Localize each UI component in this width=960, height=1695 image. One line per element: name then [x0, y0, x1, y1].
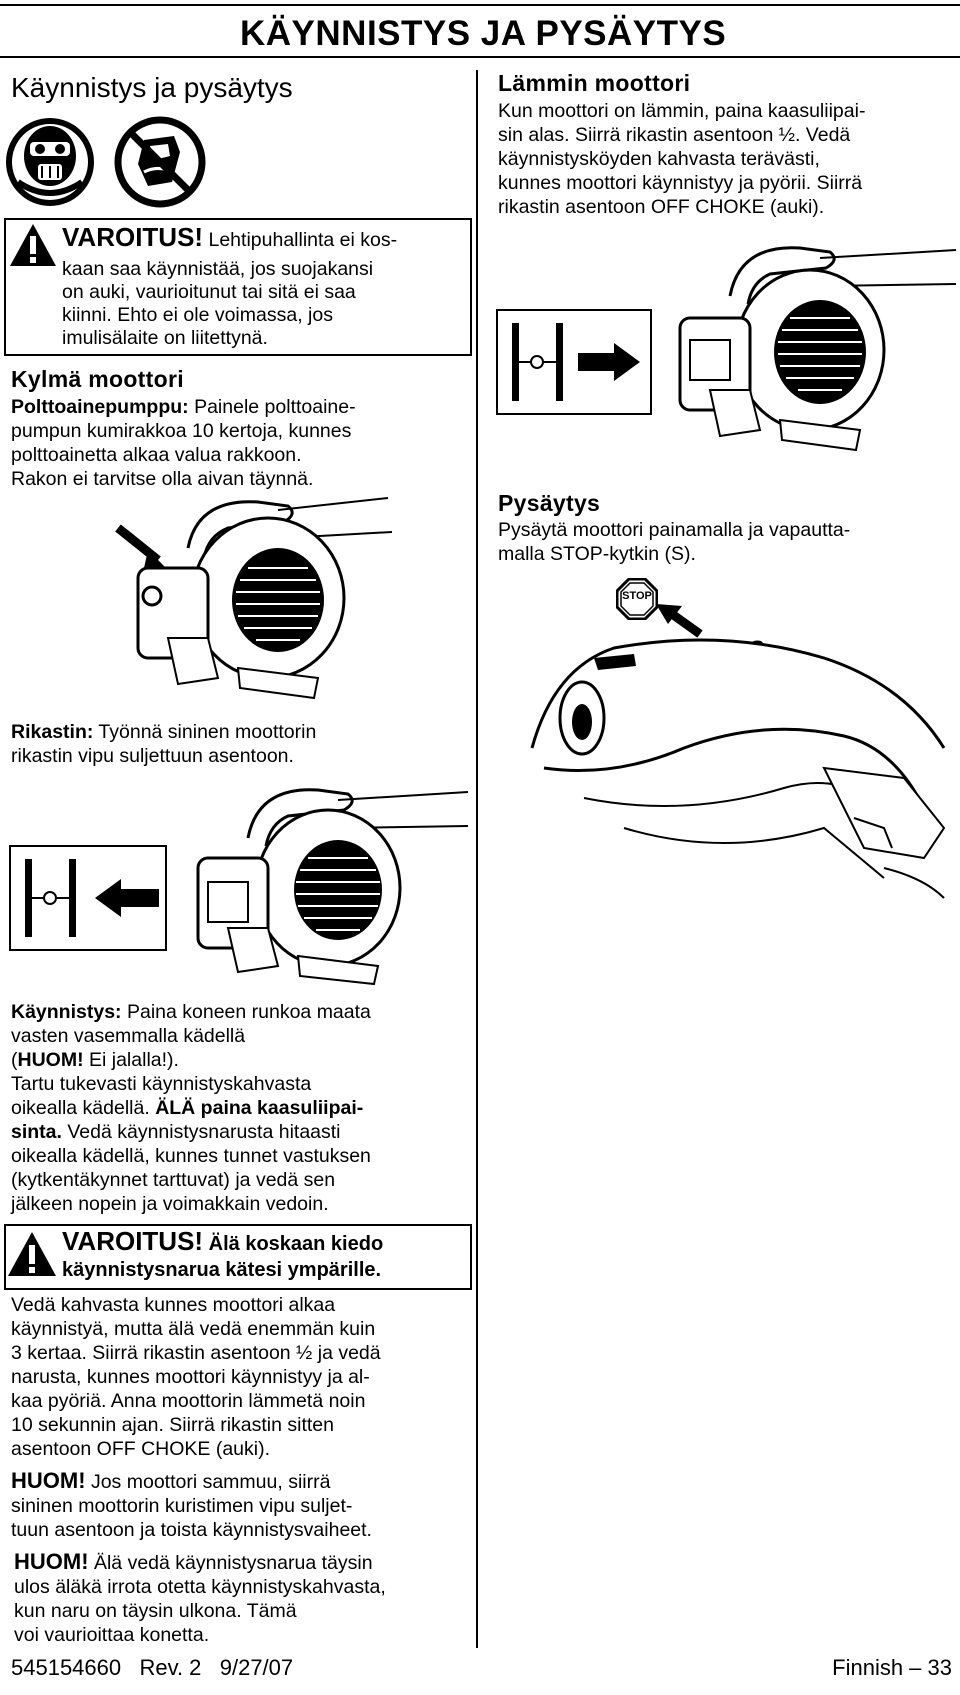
footer-doc-number: 545154660 Rev. 2 9/27/07 [11, 1655, 294, 1680]
starting-text: Käynnistys: Paina koneen runkoa maata va… [11, 1001, 371, 1215]
warning-box-guard [4, 218, 472, 356]
footer-page-number: Finnish – 33 [832, 1655, 952, 1680]
face-protection-icon [6, 118, 94, 206]
choke-closed-symbol [9, 845, 167, 951]
warning-text-rope: VAROITUS! Älä koskaan kiedo käynnistysna… [62, 1226, 384, 1281]
stop-arrow-icon [656, 604, 703, 638]
warning-text-guard: VAROITUS! Lehtipuhallinta ei kos- [62, 222, 398, 252]
blower-warm-illustration [678, 246, 957, 452]
no-loose-clothing-icon [114, 116, 206, 208]
warning-triangle-icon-2 [8, 1232, 56, 1276]
choke-open-symbol [496, 309, 652, 415]
cold-engine-title: Kylmä moottori [11, 366, 184, 392]
choke-text: Rikastin: Työnnä sininen moottorin rikas… [11, 721, 317, 767]
header-rule-top [0, 4, 960, 6]
stopping-text: Pysäytä moottori painamalla ja vapautta-… [498, 519, 851, 565]
handle-stop-switch-illustration [530, 638, 946, 899]
stop-sign-icon [616, 578, 658, 620]
warning-triangle-icon [10, 224, 56, 266]
note-engine-stall: HUOM! Jos moottori sammuu, siirrä sinine… [11, 1468, 372, 1542]
primer-text: Polttoainepumppu: Painele polttoaine- pu… [11, 396, 356, 490]
pull-instructions-text: Vedä kahvasta kunnes moottori alkaa käyn… [11, 1294, 381, 1460]
column-divider [476, 70, 478, 1648]
header-rule-bottom [0, 56, 960, 58]
warm-engine-title: Lämmin moottori [498, 70, 691, 96]
section-title: Käynnistys ja pysäytys [11, 72, 293, 103]
warning-text-guard-cont: kaan saa käynnistää, jos suojakansi on a… [62, 258, 374, 349]
stopping-title: Pysäytys [498, 490, 601, 516]
stop-sign-label: STOP [622, 590, 652, 602]
blower-choke-illustration [196, 788, 469, 986]
warning-box-rope [4, 1224, 472, 1290]
blower-primer-illustration [115, 497, 393, 700]
note-rope-pull: HUOM! Älä vedä käynnistysnarua täysin ul… [14, 1549, 386, 1647]
warm-engine-text: Kun moottori on lämmin, paina kaasuliipa… [498, 100, 866, 218]
page-title: KÄYNNISTYS JA PYSÄYTYS [240, 14, 727, 53]
